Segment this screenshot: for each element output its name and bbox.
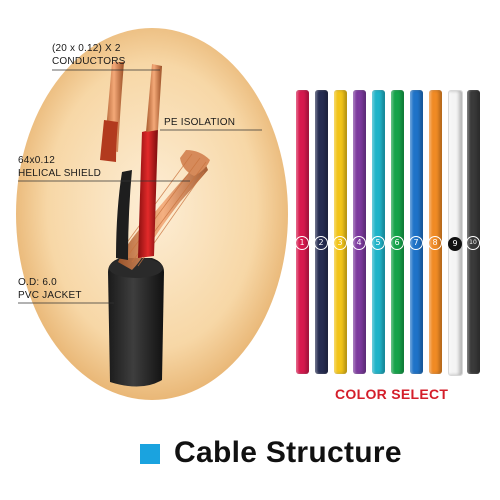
conductors-label-line2: CONDUCTORS: [52, 56, 126, 67]
jacket-label-line2: PVC JACKET: [18, 290, 82, 301]
jacket-label-line1: O.D: 6.0: [18, 277, 57, 288]
wire-number-9: 9: [448, 237, 462, 251]
wire-number-3: 3: [333, 236, 347, 250]
wire-number-5: 5: [371, 236, 385, 250]
caption-title: Cable Structure: [174, 436, 402, 469]
wire-number-4: 4: [352, 236, 366, 250]
pe-isolation-label: PE ISOLATION: [164, 117, 236, 128]
pvc-jacket: [108, 258, 164, 387]
wire-2: 2: [314, 90, 328, 374]
wire-3: 3: [333, 90, 347, 374]
wire-4: 4: [352, 90, 366, 374]
wire-6: 6: [390, 90, 404, 374]
wire-7: 7: [409, 90, 423, 374]
conductors-label-line1: (20 x 0.12) X 2: [52, 43, 121, 54]
wire-5: 5: [371, 90, 385, 374]
color-select-label: COLOR SELECT: [335, 386, 449, 402]
wire-10: 10: [466, 90, 480, 374]
wire-number-8: 8: [428, 236, 442, 250]
shield-label-line2: HELICAL SHIELD: [18, 168, 102, 179]
wire-8: 8: [428, 90, 442, 374]
wire-number-2: 2: [314, 236, 328, 250]
pe-isolation: [138, 128, 158, 258]
wire-number-7: 7: [409, 236, 423, 250]
shield-label-line1: 64x0.12: [18, 155, 55, 166]
wire-number-6: 6: [390, 236, 404, 250]
wire-1: 1: [295, 90, 309, 374]
wire-number-1: 1: [295, 236, 309, 250]
wire-9: 9: [448, 90, 463, 376]
caption-bullet: [140, 444, 160, 464]
wire-number-10: 10: [466, 236, 480, 250]
